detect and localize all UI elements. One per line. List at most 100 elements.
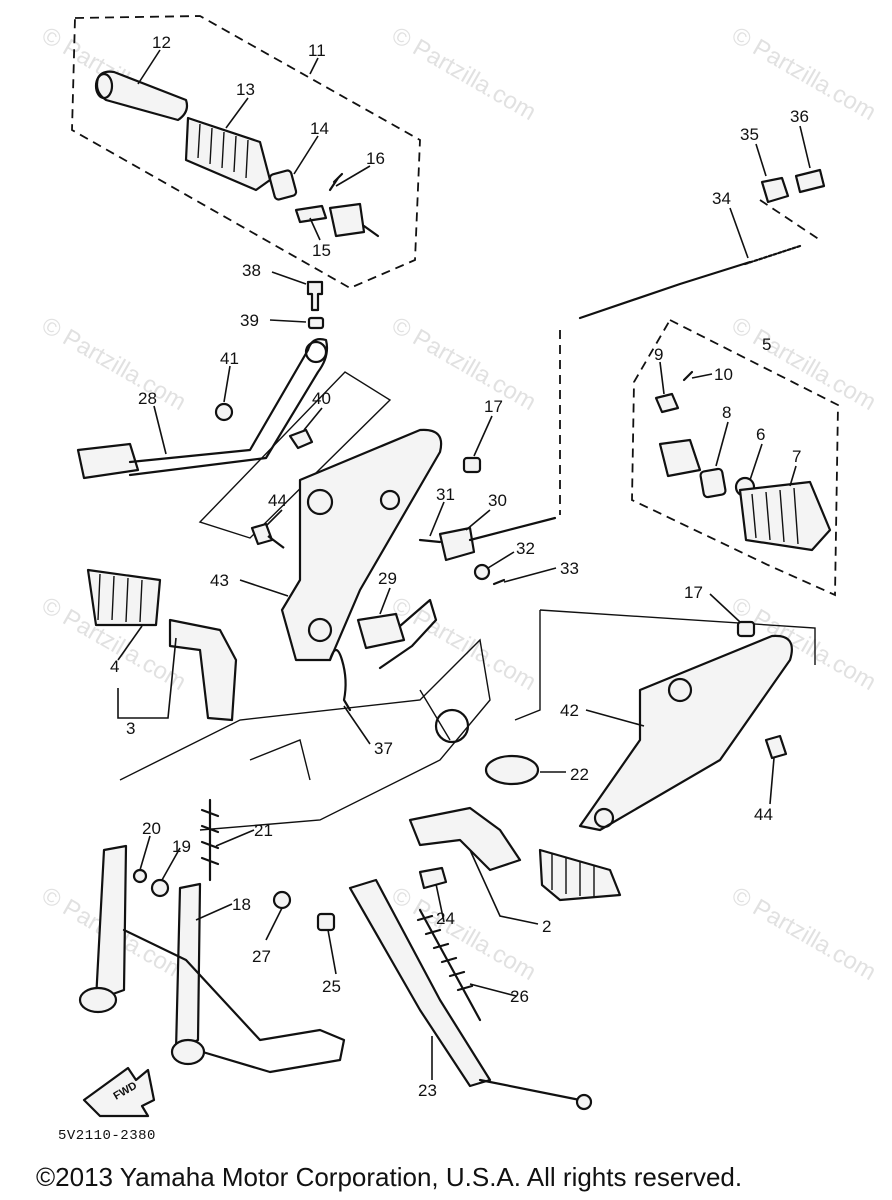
part-36-adjuster [794, 168, 826, 194]
callout-11: 11 [308, 41, 326, 60]
frame [119, 638, 491, 831]
part-34-brake-rod [578, 244, 802, 320]
watermark-text: © Partzilla.com [727, 882, 881, 986]
part-21-spring [200, 798, 220, 882]
callout-36: 36 [790, 107, 809, 126]
fwd-arrow-icon: FWD [82, 1066, 156, 1118]
callout-8: 8 [722, 403, 731, 422]
callout-27: 27 [252, 947, 271, 966]
part-23-side-stand [348, 878, 593, 1111]
part-14-washer [268, 169, 298, 201]
leader-lines [117, 49, 811, 1080]
part-10-pin [682, 370, 694, 382]
callout-14: 14 [310, 119, 329, 138]
group-box-5 [631, 318, 839, 597]
part-44-bolt-right [764, 734, 788, 760]
callout-28: 28 [138, 389, 157, 408]
callout-31: 31 [436, 485, 455, 504]
part-37-spring [328, 648, 352, 712]
callout-17-right: 17 [684, 583, 703, 602]
callout-9: 9 [654, 345, 663, 364]
part-43-footrest-bracket [280, 428, 443, 662]
callout-41: 41 [220, 349, 239, 368]
watermark-text: © Partzilla.com [387, 592, 541, 696]
part-27-spring-stopper [272, 890, 292, 910]
callout-37: 37 [374, 739, 393, 758]
part-41-cotter [214, 402, 234, 422]
part-44-bolt-left [250, 522, 285, 549]
part-18-main-stand [78, 844, 346, 1074]
part-26-spring [416, 908, 482, 1022]
callout-44-left: 44 [268, 491, 287, 510]
part-25-nut [316, 912, 336, 932]
part-2-footrest-rubber [538, 848, 622, 902]
reference-code: 5V2110-2380 [58, 1128, 156, 1144]
part-33-clip [492, 578, 506, 586]
part-24-bolt [418, 866, 448, 890]
callout-2: 2 [542, 917, 551, 936]
part-9-holder [658, 438, 702, 478]
part-31-pin [418, 538, 442, 544]
part-19-pin [150, 878, 170, 898]
callout-13: 13 [236, 80, 255, 99]
part-9-bolt [654, 392, 680, 414]
callout-44-right: 44 [754, 805, 773, 824]
callout-23: 23 [418, 1081, 437, 1100]
part-15-holder [294, 202, 380, 238]
callout-43: 43 [210, 571, 229, 590]
group-box-43 [198, 371, 392, 539]
callout-5: 5 [762, 335, 771, 354]
callout-6: 6 [756, 425, 765, 444]
copyright-notice: ©2013 Yamaha Motor Corporation, U.S.A. A… [36, 1162, 743, 1192]
callout-29: 29 [378, 569, 397, 588]
part-13-footrest-rubber [184, 116, 272, 192]
callout-32: 32 [516, 539, 535, 558]
callout-labels: 12 11 13 14 16 15 38 39 41 28 40 44 43 4… [110, 33, 809, 1100]
part-20-washer [132, 868, 148, 884]
callout-12: 12 [152, 33, 171, 52]
part-28-brake-pedal [76, 338, 329, 480]
callout-7: 7 [792, 447, 801, 466]
part-42-footrest-bracket-right [578, 634, 793, 832]
part-8-washer [699, 467, 727, 499]
callout-33: 33 [560, 559, 579, 578]
callout-3: 3 [126, 719, 135, 738]
part-40-clip [288, 428, 314, 450]
watermark-text: © Partzilla.com [387, 312, 541, 416]
part-12-footrest-shaft [94, 70, 189, 122]
callout-30: 30 [488, 491, 507, 510]
callout-20: 20 [142, 819, 161, 838]
part-2-footrest-bracket [408, 806, 522, 872]
part-7-footrest-rubber-right [738, 480, 832, 552]
callout-26: 26 [510, 987, 529, 1006]
callout-42: 42 [560, 701, 579, 720]
part-30-rod [438, 516, 557, 562]
callout-21: 21 [254, 821, 273, 840]
callout-22: 22 [570, 765, 589, 784]
frame-boss [434, 708, 470, 744]
callout-4: 4 [110, 657, 119, 676]
callout-18: 18 [232, 895, 251, 914]
part-16-pin [328, 172, 344, 192]
callout-38: 38 [242, 261, 261, 280]
part-32-nut [473, 563, 491, 581]
part-4-footrest-rubber-left [86, 568, 162, 627]
watermark-text: © Partzilla.com [727, 312, 881, 416]
part-29-shaft [356, 598, 438, 670]
watermark-text: © Partzilla.com [387, 22, 541, 126]
callout-40: 40 [312, 389, 331, 408]
group-box-42 [514, 609, 816, 721]
callout-25: 25 [322, 977, 341, 996]
part-39-nut [307, 316, 325, 330]
part-22-damper [484, 754, 540, 786]
callout-15: 15 [312, 241, 331, 260]
rod-path [559, 199, 821, 515]
callout-39: 39 [240, 311, 259, 330]
callout-35: 35 [740, 125, 759, 144]
callout-10: 10 [714, 365, 733, 384]
callout-17: 17 [484, 397, 503, 416]
callout-19: 19 [172, 837, 191, 856]
part-38-bolt [306, 280, 324, 312]
callout-24: 24 [436, 909, 455, 928]
